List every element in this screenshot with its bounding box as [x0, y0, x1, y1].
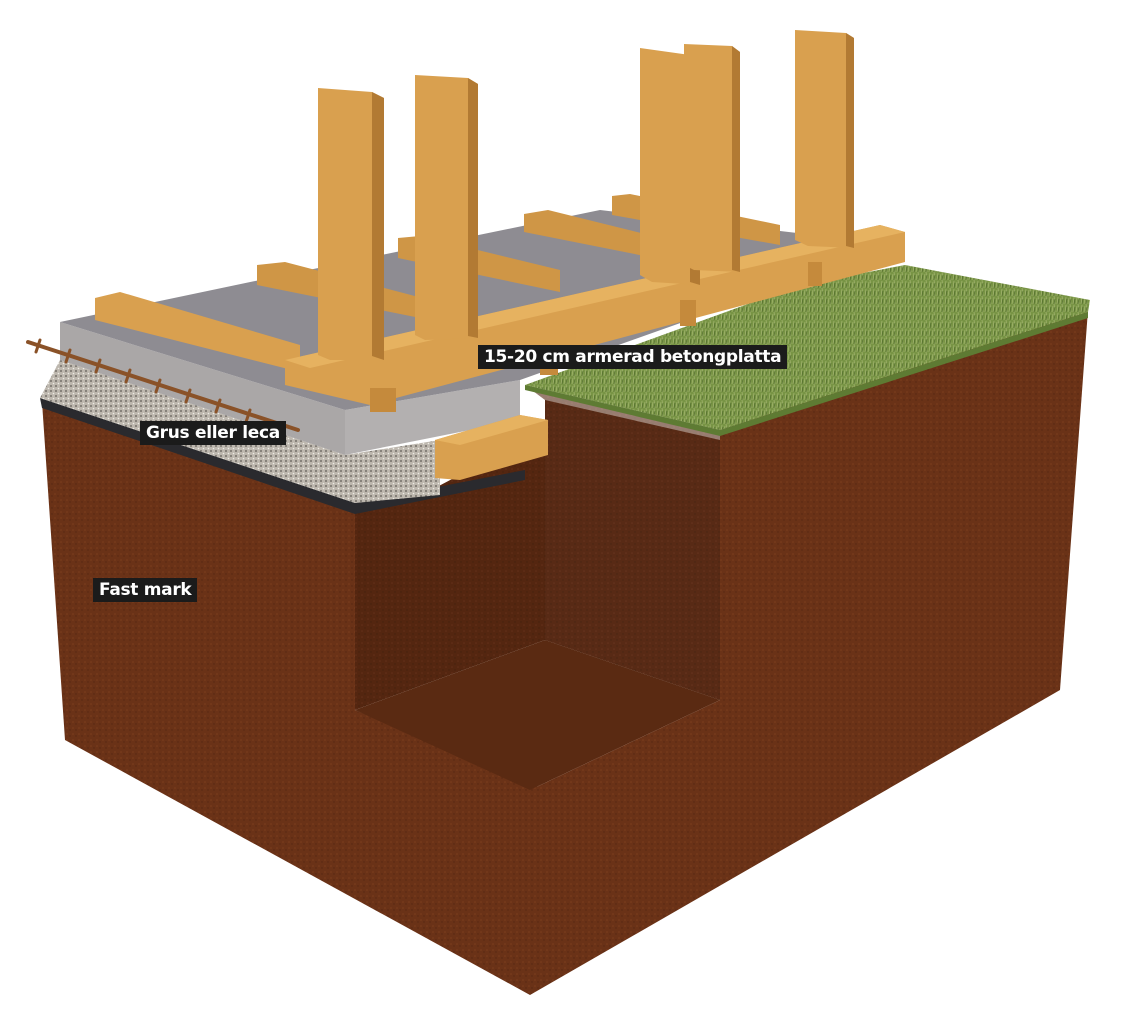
gravel-label: Grus eller leca — [140, 421, 286, 445]
formwork — [95, 30, 905, 480]
grass-surface — [525, 265, 1090, 436]
ground-label: Fast mark — [93, 578, 198, 602]
rebar — [26, 338, 300, 432]
slab-label: 15-20 cm armerad betongplatta — [478, 345, 788, 369]
ground-block — [42, 310, 1088, 995]
